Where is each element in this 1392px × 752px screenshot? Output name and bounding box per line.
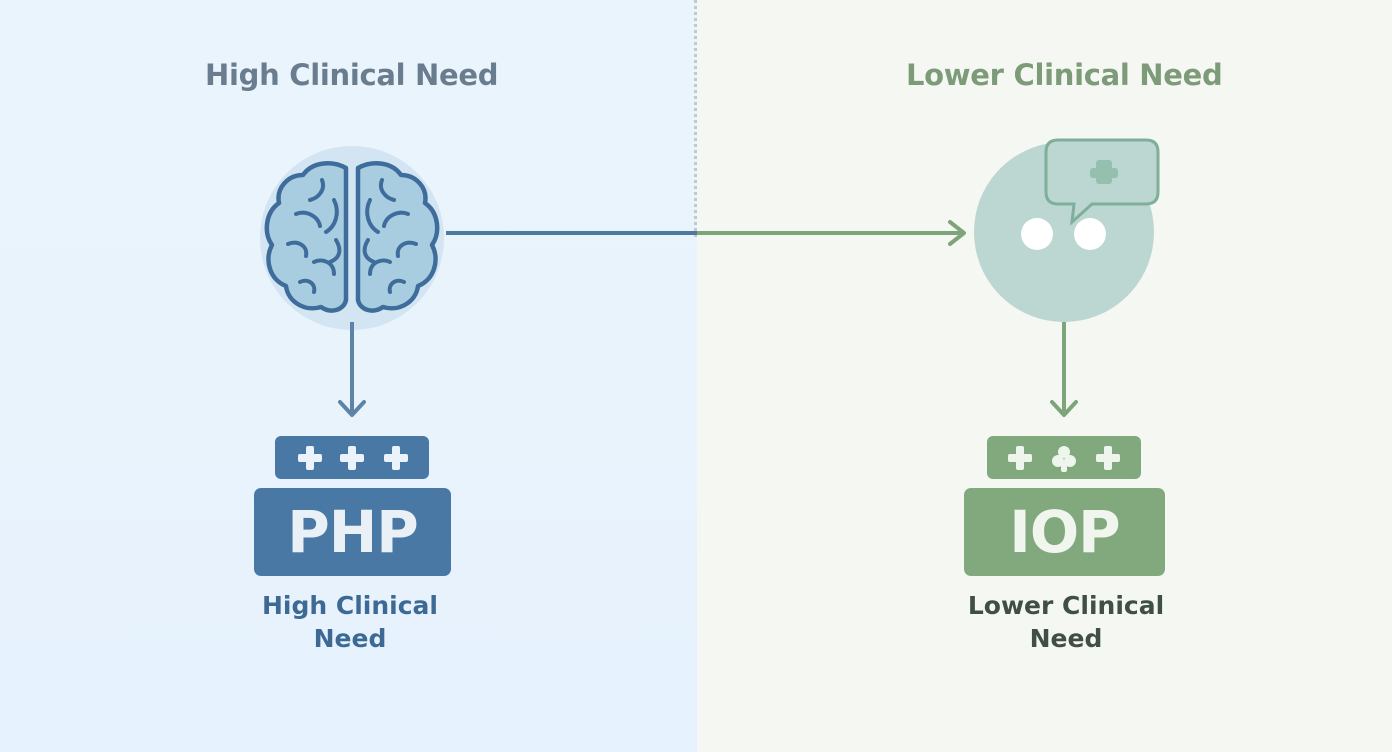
right-caption-line2: Need <box>1029 624 1103 653</box>
left-cross-strip <box>275 436 429 479</box>
right-down-arrow <box>1050 322 1078 417</box>
right-panel <box>697 0 1392 752</box>
right-heading: Lower Clinical Need <box>906 58 1223 92</box>
left-heading: High Clinical Need <box>205 58 499 92</box>
chat-bubble-icon <box>974 138 1160 322</box>
iop-badge-bg <box>964 488 1165 576</box>
left-caption: High Clinical Need <box>245 589 455 655</box>
php-badge-label: PHP <box>287 498 419 566</box>
php-badge: PHP <box>254 488 451 576</box>
right-caption-line1: Lower Clinical <box>967 591 1165 620</box>
iop-badge-label: IOP <box>1009 498 1120 566</box>
right-caption: Lower Clinical Need <box>948 589 1184 655</box>
left-caption-line1: High Clinical <box>261 591 438 620</box>
left-down-arrow <box>338 322 366 417</box>
left-panel <box>0 0 697 752</box>
connector-arrow <box>446 220 966 246</box>
panel-divider <box>694 0 697 240</box>
iop-badge: IOP <box>964 488 1165 576</box>
right-cross-strip <box>987 436 1141 479</box>
php-badge-bg <box>254 488 451 576</box>
brain-icon <box>260 146 444 330</box>
left-caption-line2: Need <box>313 624 387 653</box>
